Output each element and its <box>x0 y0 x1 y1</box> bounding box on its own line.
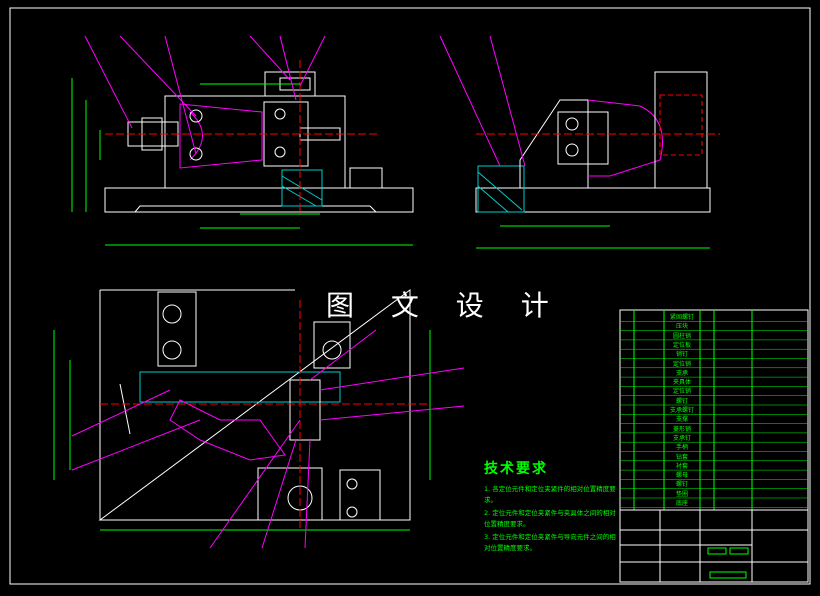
tech-requirement-1: 1. 各定位元件和定位夹紧件的相对位置精度要求。 <box>484 485 616 504</box>
bom-row-name: 夹具体 <box>672 379 691 387</box>
title-block <box>619 509 809 583</box>
bom-row-name: 定位销 <box>672 360 691 368</box>
bom-row-name: 螺钉 <box>675 481 688 489</box>
side-view <box>439 35 720 249</box>
bom-row-name: 压块 <box>675 323 688 331</box>
tech-requirement-3: 3. 定位元件和定位夹紧件与导向元件之间的相对位置精度要求。 <box>484 533 616 552</box>
bom-row-name: 螺钉 <box>675 397 688 405</box>
bom-row-name: 圆柱销 <box>672 332 691 340</box>
bom-row-name: 垫圈 <box>675 490 688 498</box>
bom-row-name: 螺母 <box>675 472 688 480</box>
bom-row-name: 支承螺钉 <box>669 407 694 414</box>
bom-row-name: 底座 <box>675 500 688 507</box>
top-view <box>53 289 465 549</box>
bom-row-name: 菱形销 <box>672 425 691 433</box>
tech-requirement-2: 2. 定位元件和定位夹紧件与夹具体之间的相对位置精度要求。 <box>484 509 616 528</box>
bom-row-name: 支承 <box>675 369 688 377</box>
bom-row-name: 支撑 <box>675 416 688 424</box>
bom-row-name: 钻套 <box>675 453 688 461</box>
bom-row-name: 定位板 <box>672 341 691 349</box>
bom-row-name: 支承钉 <box>672 434 691 442</box>
bom-row-name: 定位销 <box>672 388 691 396</box>
tech-requirements-heading: 技术要求 <box>484 461 548 477</box>
bom-row-name: 衬套 <box>675 462 688 470</box>
bom-row-name: 手柄 <box>675 444 688 452</box>
front-view <box>71 35 414 246</box>
bom-row-name: 紧固螺钉 <box>669 314 694 321</box>
bom-row-name: 销钉 <box>675 351 688 359</box>
drawing-title: 图 文 设 计 <box>326 289 563 322</box>
drawing-frame <box>9 7 811 585</box>
bom-table <box>619 309 809 511</box>
